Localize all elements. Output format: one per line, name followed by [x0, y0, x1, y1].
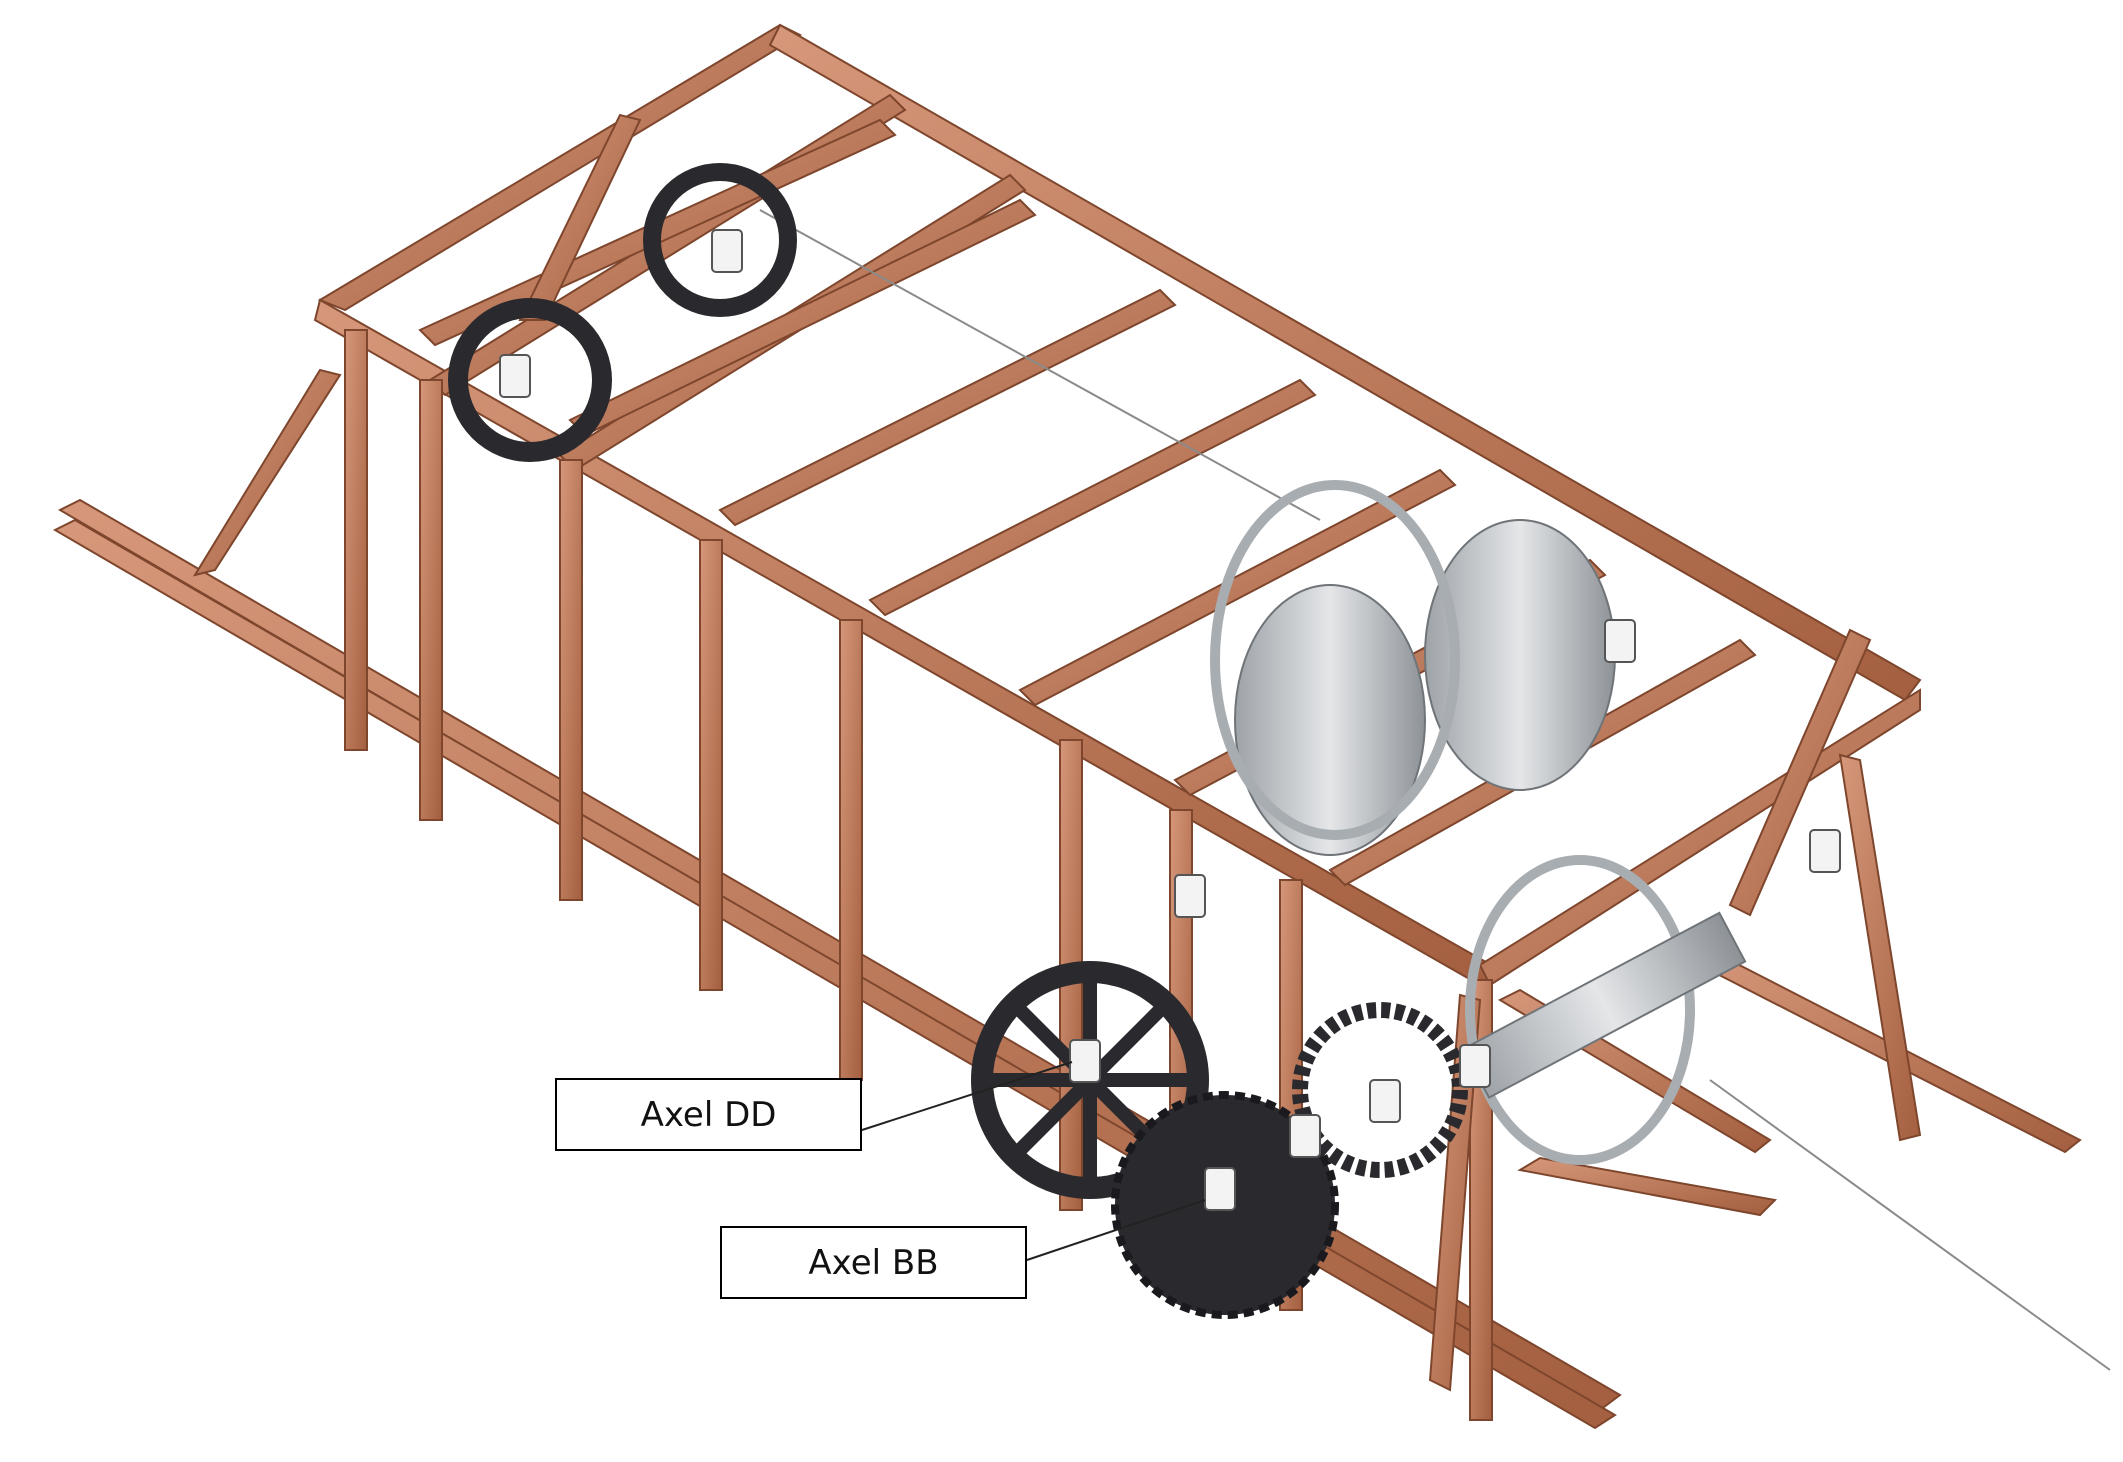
- winch-drums: [1210, 480, 1747, 1165]
- leader-lines: [861, 1061, 1206, 1261]
- axel-bb-label: Axel BB: [720, 1226, 1027, 1299]
- gear-right: [1292, 1002, 1468, 1178]
- gear-upper-mid: [643, 163, 797, 317]
- bearing-mounts: [499, 229, 1841, 1211]
- axel-dd-label: Axel DD: [555, 1078, 862, 1151]
- top-beams: [313, 23, 1922, 987]
- axel-dd-label-text: Axel DD: [640, 1094, 777, 1135]
- gears: [448, 163, 1468, 1319]
- axel-bb-label-text: Axel BB: [808, 1242, 939, 1283]
- gear-upper-left: [448, 298, 612, 462]
- cables: [759, 209, 2111, 1371]
